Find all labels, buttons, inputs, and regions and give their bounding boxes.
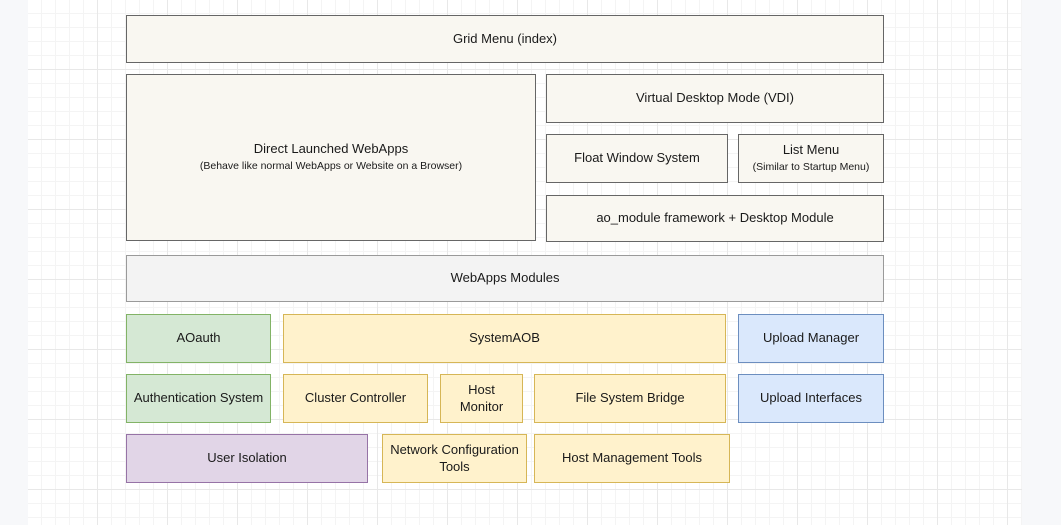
node-text-systemaob: SystemAOB — [469, 330, 540, 347]
node-host-mgmt[interactable]: Host Management Tools — [534, 434, 730, 483]
node-text-vdi: Virtual Desktop Mode (VDI) — [636, 90, 794, 107]
node-net-config[interactable]: Network Configuration Tools — [382, 434, 527, 483]
node-grid-menu[interactable]: Grid Menu (index) — [126, 15, 884, 63]
node-text-direct-webapps: Direct Launched WebApps (Behave like norm… — [200, 141, 462, 173]
node-sublabel: (Similar to Startup Menu) — [752, 161, 870, 174]
node-text-grid-menu: Grid Menu (index) — [453, 31, 557, 48]
node-cluster-ctrl[interactable]: Cluster Controller — [283, 374, 428, 423]
node-text-aoauth: AOauth — [176, 330, 220, 347]
node-auth-system[interactable]: Authentication System — [126, 374, 271, 423]
node-user-isolation[interactable]: User Isolation — [126, 434, 368, 483]
node-sublabel: (Behave like normal WebApps or Website o… — [199, 160, 463, 173]
node-label: AOauth — [176, 330, 221, 346]
node-upload-manager[interactable]: Upload Manager — [738, 314, 884, 363]
node-systemaob[interactable]: SystemAOB — [283, 314, 726, 363]
node-label: Grid Menu (index) — [452, 30, 558, 46]
node-label: Virtual Desktop Mode (VDI) — [636, 90, 794, 106]
node-label: Cluster Controller — [304, 390, 407, 406]
node-text-auth-system: Authentication System — [134, 390, 263, 407]
node-label: ao_module framework + Desktop Module — [596, 210, 834, 226]
node-text-host-monitor: Host Monitor — [447, 382, 516, 415]
node-label: Upload Manager — [762, 330, 860, 346]
node-text-host-mgmt: Host Management Tools — [562, 450, 702, 467]
node-ao-module[interactable]: ao_module framework + Desktop Module — [546, 195, 884, 242]
node-text-net-config: Network Configuration Tools — [389, 442, 520, 475]
node-text-ao-module: ao_module framework + Desktop Module — [596, 210, 833, 227]
node-label: List Menu — [782, 142, 840, 158]
node-text-user-isolation: User Isolation — [207, 450, 286, 467]
node-label: User Isolation — [207, 450, 287, 466]
node-text-webapps-modules: WebApps Modules — [451, 270, 560, 287]
node-vdi[interactable]: Virtual Desktop Mode (VDI) — [546, 74, 884, 123]
node-text-upload-manager: Upload Manager — [763, 330, 859, 347]
node-label: Direct Launched WebApps — [253, 141, 409, 157]
node-label: Network Configuration Tools — [390, 441, 519, 474]
node-float-window[interactable]: Float Window System — [546, 134, 728, 183]
node-text-cluster-ctrl: Cluster Controller — [305, 390, 406, 407]
node-label: Host Monitor — [459, 381, 504, 414]
node-label: Host Management Tools — [562, 450, 702, 466]
node-webapps-modules[interactable]: WebApps Modules — [126, 255, 884, 302]
node-text-list-menu: List Menu (Similar to Startup Menu) — [753, 142, 870, 174]
node-aoauth[interactable]: AOauth — [126, 314, 271, 363]
node-host-monitor[interactable]: Host Monitor — [440, 374, 523, 423]
node-list-menu[interactable]: List Menu (Similar to Startup Menu) — [738, 134, 884, 183]
node-label: Float Window System — [574, 150, 700, 166]
node-label: WebApps Modules — [450, 270, 560, 286]
node-direct-webapps[interactable]: Direct Launched WebApps (Behave like norm… — [126, 74, 536, 241]
node-label: SystemAOB — [469, 330, 540, 346]
node-label: Upload Interfaces — [760, 390, 862, 406]
node-fs-bridge[interactable]: File System Bridge — [534, 374, 726, 423]
node-label: Authentication System — [133, 390, 264, 406]
node-label: File System Bridge — [575, 390, 685, 406]
node-text-upload-interfaces: Upload Interfaces — [760, 390, 862, 407]
node-upload-interfaces[interactable]: Upload Interfaces — [738, 374, 884, 423]
node-text-float-window: Float Window System — [574, 150, 700, 167]
node-text-fs-bridge: File System Bridge — [575, 390, 684, 407]
